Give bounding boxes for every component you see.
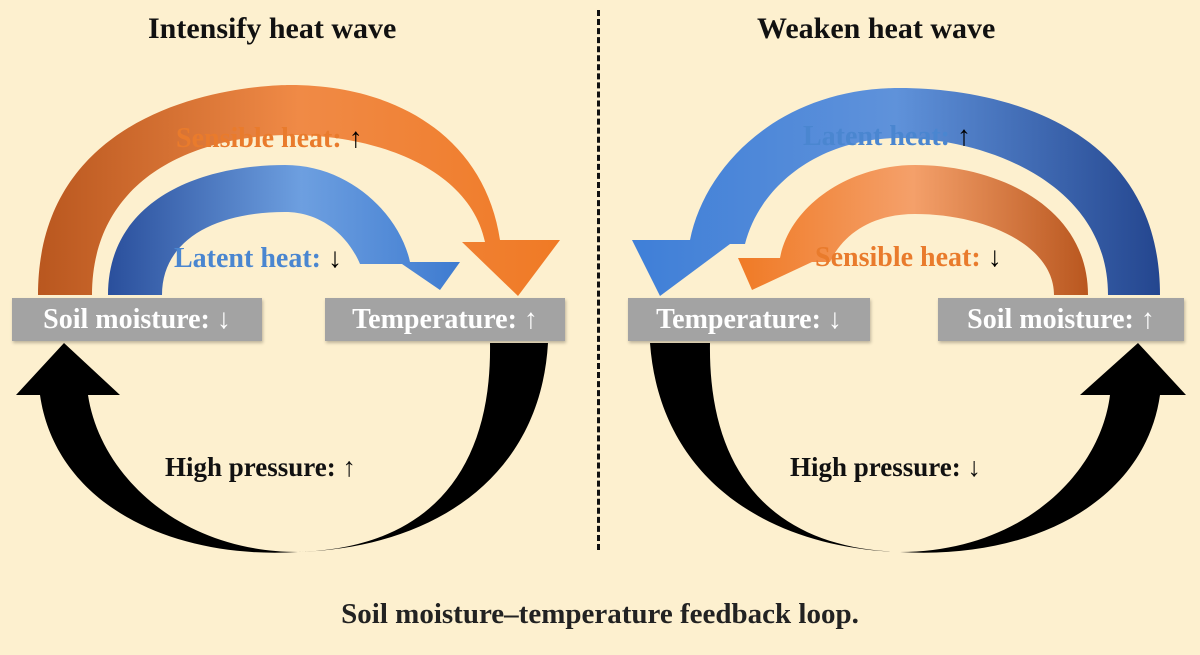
right-outer-flux-label: Latent heat: ↑: [803, 121, 971, 153]
right-inner-flux-text: Sensible heat:: [815, 242, 981, 273]
right-panel-title: Weaken heat wave: [757, 12, 996, 45]
high-pressure-arrow-right: [650, 343, 1186, 553]
right-soil-moisture-box: Soil moisture: ↑: [938, 298, 1184, 341]
left-inner-flux-label: Latent heat: ↓: [174, 243, 342, 275]
right-inner-flux-direction: ↓: [987, 242, 1002, 273]
left-outer-flux-direction: ↑: [348, 123, 363, 154]
left-outer-flux-text: Sensible heat:: [176, 123, 342, 154]
left-temperature-box: Temperature: ↑: [325, 298, 565, 341]
high-pressure-arrow-left: [16, 343, 548, 553]
latent-heat-arrow-right: [632, 88, 1160, 296]
right-inner-flux-label: Sensible heat: ↓: [815, 242, 1002, 274]
panel-divider: [597, 10, 600, 550]
right-outer-flux-direction: ↑: [956, 121, 971, 152]
figure-caption: Soil moisture–temperature feedback loop.: [341, 598, 859, 630]
latent-heat-arrow-left: [108, 165, 460, 295]
left-outer-flux-label: Sensible heat: ↑: [176, 123, 363, 155]
right-outer-flux-text: Latent heat:: [803, 121, 950, 152]
left-inner-flux-direction: ↓: [327, 243, 342, 274]
left-soil-moisture-box: Soil moisture: ↓: [12, 298, 262, 341]
sensible-heat-arrow-right: [738, 165, 1088, 295]
left-inner-flux-text: Latent heat:: [174, 243, 321, 274]
right-temperature-box: Temperature: ↓: [628, 298, 870, 341]
left-panel-title: Intensify heat wave: [148, 12, 397, 45]
sensible-heat-arrow-left: [38, 85, 560, 296]
right-pressure-label: High pressure: ↓: [790, 452, 982, 482]
left-pressure-label: High pressure: ↑: [165, 452, 357, 482]
